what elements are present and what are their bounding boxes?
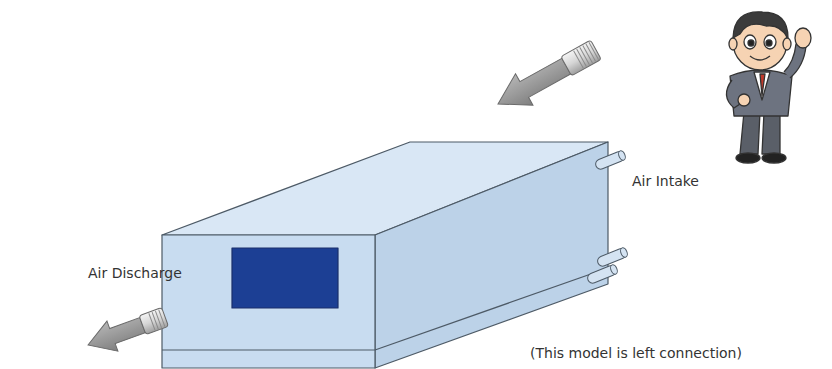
thread-line <box>583 46 593 63</box>
thread-line <box>155 311 161 328</box>
thread-line <box>574 51 584 68</box>
unit-housing <box>162 142 608 368</box>
air-discharge-arrow <box>83 302 171 360</box>
thread-line <box>589 42 599 59</box>
thread-line <box>577 49 587 66</box>
air-intake-arrow <box>489 34 604 120</box>
air-discharge-label: Air Discharge <box>88 264 182 282</box>
thread-line <box>149 313 155 330</box>
model-note: (This model is left connection) <box>530 344 742 362</box>
thread-line <box>159 310 165 327</box>
thread-line <box>586 44 596 61</box>
air-intake-label: Air Intake <box>632 172 699 190</box>
cartoon-presenter <box>726 12 811 163</box>
display-panel <box>232 248 338 308</box>
thread-line <box>152 312 158 329</box>
pipe-connections <box>586 150 628 285</box>
thread-line <box>580 47 590 64</box>
